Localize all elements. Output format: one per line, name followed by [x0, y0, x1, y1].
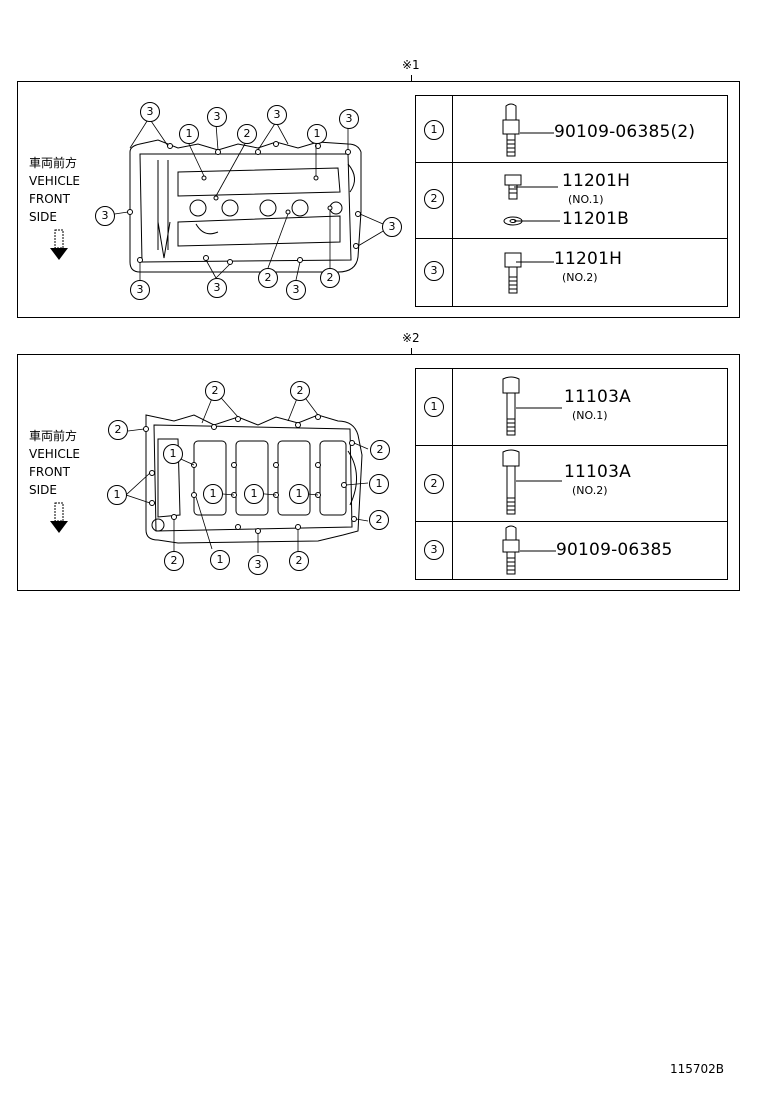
table-row: 2 11103A (NO.2): [416, 445, 727, 522]
index-column: [416, 369, 453, 579]
cylinder-head-diagram: [107, 117, 391, 281]
callout-3: 3: [286, 280, 306, 300]
callout-2: 2: [290, 381, 310, 401]
callout-2: 2: [164, 551, 184, 571]
side-label-side: SIDE: [29, 483, 57, 497]
section1-marker: ※1: [402, 58, 420, 72]
row-index: 2: [424, 474, 444, 494]
long-bolt-icon: [502, 449, 520, 515]
side-label-front: FRONT: [29, 192, 70, 206]
section2-marker: ※2: [402, 331, 420, 345]
leader-line: [516, 261, 554, 263]
part-number-secondary: 11201B: [562, 209, 629, 229]
callout-1: 1: [179, 124, 199, 144]
callout-2: 2: [369, 510, 389, 530]
leader-line: [520, 550, 556, 552]
callout-3: 3: [207, 278, 227, 298]
part-subtype: (NO.1): [568, 193, 604, 206]
part-number: 90109-06385(2): [554, 122, 696, 142]
callout-2: 2: [258, 268, 278, 288]
table-row: 1 11103A (NO.1): [416, 369, 727, 445]
part-number: 11103A: [564, 462, 631, 482]
callout-1: 1: [369, 474, 389, 494]
callout-1: 1: [244, 484, 264, 504]
callout-3: 3: [267, 105, 287, 125]
section2-side-label: 車両前方 VEHICLE FRONT SIDE: [29, 427, 80, 499]
callout-1: 1: [203, 484, 223, 504]
table-row: 2 11201H (NO.1) 11201B: [416, 162, 727, 239]
part-number: 90109-06385: [556, 540, 673, 560]
side-label-vehicle: VEHICLE: [29, 447, 80, 461]
side-label-jp: 車両前方: [29, 429, 78, 443]
callout-3: 3: [207, 107, 227, 127]
callout-3: 3: [140, 102, 160, 122]
section1-side-label: 車両前方 VEHICLE FRONT SIDE: [29, 154, 80, 226]
callout-3: 3: [248, 555, 268, 575]
callout-2: 2: [205, 381, 225, 401]
section2-parts-table: 1 11103A (NO.1) 2 1110: [415, 368, 728, 580]
callout-1: 1: [307, 124, 327, 144]
row-index: 2: [424, 189, 444, 209]
part-number: 11103A: [564, 387, 631, 407]
callout-2: 2: [289, 551, 309, 571]
callout-2: 2: [370, 440, 390, 460]
section1-panel: 車両前方 VEHICLE FRONT SIDE: [17, 81, 740, 318]
part-number: 11201H: [554, 249, 623, 269]
section2-panel: 車両前方 VEHICLE FRONT SIDE: [17, 354, 740, 591]
row-index: 3: [424, 540, 444, 560]
part-subtype: (NO.1): [572, 409, 608, 422]
section2-front-arrow-icon: [50, 502, 68, 533]
side-label-jp: 車両前方: [29, 156, 78, 170]
leader-line: [520, 132, 554, 134]
flange-bolt-icon: [502, 525, 520, 575]
table-row: 1 90109-06385(2): [416, 96, 727, 162]
reference-number: 115702B: [669, 1062, 724, 1076]
part-subtype: (NO.2): [562, 271, 598, 284]
leader-line: [514, 186, 560, 222]
table-row: 3 90109-06385: [416, 521, 727, 580]
flange-bolt-icon: [502, 103, 520, 157]
callout-3: 3: [95, 206, 115, 226]
side-label-front: FRONT: [29, 465, 70, 479]
section1-front-arrow-icon: [50, 229, 68, 260]
row-index: 1: [424, 120, 444, 140]
callout-3: 3: [339, 109, 359, 129]
cylinder-block-diagram: [125, 390, 369, 553]
callout-1: 1: [163, 444, 183, 464]
side-label-side: SIDE: [29, 210, 57, 224]
section1-parts-table: 1 90109-06385(2) 2: [415, 95, 728, 307]
row-index: 1: [424, 397, 444, 417]
part-subtype: (NO.2): [572, 484, 608, 497]
section1-marker-tick: [411, 75, 412, 81]
side-label-vehicle: VEHICLE: [29, 174, 80, 188]
bolt-icon: [504, 252, 522, 294]
callout-1: 1: [210, 550, 230, 570]
section2-marker-tick: [411, 348, 412, 354]
callout-2: 2: [237, 124, 257, 144]
callout-3: 3: [130, 280, 150, 300]
callout-2: 2: [108, 420, 128, 440]
callout-1: 1: [107, 485, 127, 505]
leader-line: [516, 407, 562, 409]
callout-2: 2: [320, 268, 340, 288]
callout-1: 1: [289, 484, 309, 504]
leader-line: [516, 480, 562, 482]
index-column: [416, 96, 453, 306]
long-bolt-icon: [502, 376, 520, 436]
part-number: 11201H: [562, 171, 631, 191]
table-row: 3 11201H (NO.2): [416, 238, 727, 307]
callout-3: 3: [382, 217, 402, 237]
row-index: 3: [424, 261, 444, 281]
